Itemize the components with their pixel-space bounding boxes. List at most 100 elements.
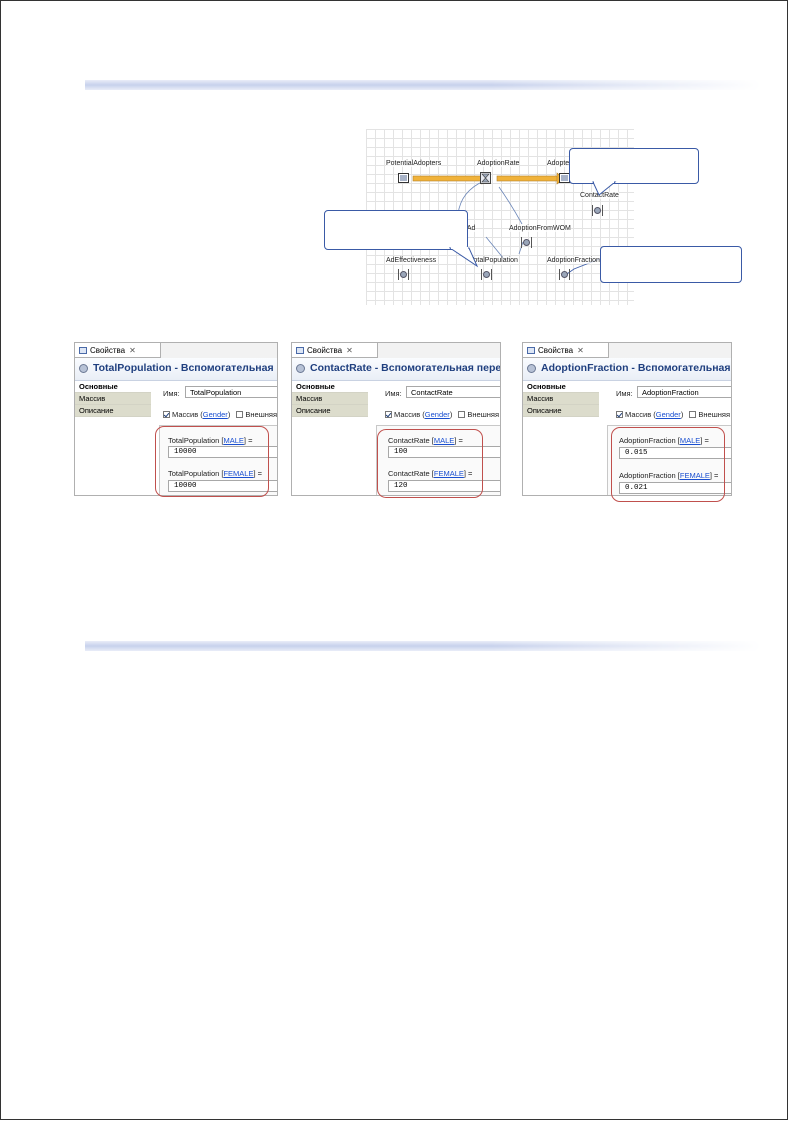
properties-tab-label: Свойства <box>307 346 343 355</box>
nav-description[interactable]: Описание <box>292 405 368 417</box>
aux-adoption-fraction[interactable] <box>559 269 570 280</box>
properties-tab[interactable]: Свойства✕ <box>75 343 161 358</box>
array-options-row: Массив (Gender) Внешняя <box>616 410 730 419</box>
panel-nav: Основные Массив Описание <box>292 381 368 417</box>
panel-title: AdoptionFraction - Вспомогательная пере <box>541 362 731 374</box>
properties-tab-label: Свойства <box>538 346 574 355</box>
aux-contact-rate[interactable] <box>592 205 603 216</box>
tab-strip <box>609 343 731 359</box>
female-link[interactable]: FEMALE <box>223 469 254 478</box>
nav-array[interactable]: Массив <box>292 393 368 405</box>
female-label: AdoptionFraction [FEMALE] = <box>619 471 719 480</box>
properties-icon <box>527 347 535 355</box>
male-link[interactable]: MALE <box>223 436 244 445</box>
label-adopters: Adopter <box>547 160 572 167</box>
gender-link[interactable]: Gender <box>202 410 228 419</box>
female-label: TotalPopulation [FEMALE] = <box>168 469 263 478</box>
tab-strip <box>161 343 277 359</box>
properties-icon <box>79 347 87 355</box>
name-input[interactable]: TotalPopulation <box>185 386 277 398</box>
variable-icon <box>79 364 88 373</box>
male-link[interactable]: MALE <box>679 436 701 445</box>
male-label: TotalPopulation [MALE] = <box>168 436 253 445</box>
callout-box-bottom-right <box>600 246 742 283</box>
flow-pipe-right <box>496 175 560 182</box>
highlight-box-3 <box>611 427 725 502</box>
array-options-row: Массив (Gender) Внешняя <box>163 410 277 419</box>
panel-nav: Основные Массив Описание <box>523 381 599 417</box>
link-population-b <box>518 241 524 255</box>
external-checkbox-label: Внешняя <box>245 410 278 419</box>
slide-2 <box>0 560 788 1120</box>
external-checkbox-label: Внешняя <box>698 410 731 419</box>
array-checkbox-label: Массив <box>625 410 652 419</box>
external-checkbox[interactable] <box>458 410 466 418</box>
nav-array[interactable]: Массив <box>523 393 599 405</box>
external-checkbox[interactable] <box>689 410 697 418</box>
gender-link[interactable]: Gender <box>655 410 681 419</box>
label-adoption-from-wom: AdoptionFromWOM <box>509 225 571 232</box>
nav-description[interactable]: Описание <box>523 405 599 417</box>
label-potential-adopters: PotentialAdopters <box>386 160 442 167</box>
name-label: Имя: <box>616 389 633 398</box>
male-link[interactable]: MALE <box>433 436 455 445</box>
label-adoption-from-ad: nAd <box>463 225 476 232</box>
properties-icon <box>296 347 304 355</box>
panel-nav: Основные Массив Описание <box>75 381 151 417</box>
label-total-population: TotalPopulation <box>470 257 518 264</box>
callout-tail-left <box>449 247 479 268</box>
properties-tab-label: Свойства <box>90 346 126 355</box>
close-icon[interactable]: ✕ <box>577 346 584 355</box>
female-link[interactable]: FEMALE <box>433 469 464 478</box>
callout-box-top-right <box>569 148 699 184</box>
valve-hourglass-icon <box>481 173 490 183</box>
label-contact-rate: ContactRate <box>580 192 619 199</box>
male-value-input[interactable]: 100 <box>388 446 500 458</box>
aux-total-population[interactable] <box>481 269 492 280</box>
highlight-box-1 <box>155 426 269 497</box>
properties-tab[interactable]: Свойства✕ <box>292 343 378 358</box>
male-label: AdoptionFraction [MALE] = <box>619 436 709 445</box>
flow-valve[interactable] <box>480 172 491 184</box>
slide-1: PotentialAdopters AdoptionRate Adopter C… <box>0 0 788 561</box>
external-checkbox[interactable] <box>236 410 244 418</box>
name-label: Имя: <box>385 389 402 398</box>
stock-potential-adopters[interactable] <box>398 173 409 183</box>
link-wom-to-rate <box>498 186 523 225</box>
tab-strip <box>378 343 500 359</box>
array-checkbox[interactable] <box>616 410 623 418</box>
variable-icon <box>527 364 536 373</box>
name-input[interactable]: ContactRate <box>406 386 500 398</box>
properties-tab[interactable]: Свойства✕ <box>523 343 609 358</box>
close-icon[interactable]: ✕ <box>346 346 353 355</box>
nav-description[interactable]: Описание <box>75 405 151 417</box>
properties-panel-contact-rate: Свойства✕ ContactRate - Вспомогательная … <box>291 342 501 496</box>
female-label: ContactRate [FEMALE] = <box>388 469 473 478</box>
female-value-input[interactable]: 0.021 <box>619 482 731 494</box>
nav-basic[interactable]: Основные <box>75 381 151 393</box>
nav-basic[interactable]: Основные <box>523 381 599 393</box>
panel-title: TotalPopulation - Вспомогательная переме <box>93 362 277 374</box>
gender-link[interactable]: Gender <box>424 410 450 419</box>
highlight-box-2 <box>377 429 483 498</box>
male-value-input[interactable]: 10000 <box>168 446 277 458</box>
array-checkbox[interactable] <box>163 410 170 418</box>
nav-array[interactable]: Массив <box>75 393 151 405</box>
aux-ad-effectiveness[interactable] <box>398 269 409 280</box>
external-checkbox-label: Внешняя <box>467 410 500 419</box>
link-population <box>485 236 505 260</box>
nav-basic[interactable]: Основные <box>292 381 368 393</box>
flow-pipe-left <box>412 175 485 182</box>
name-input[interactable]: AdoptionFraction <box>637 386 731 398</box>
male-value-input[interactable]: 0.015 <box>619 447 731 459</box>
female-link[interactable]: FEMALE <box>679 471 710 480</box>
female-value-input[interactable]: 10000 <box>168 480 277 492</box>
aux-adoption-from-wom[interactable] <box>521 237 532 248</box>
array-checkbox[interactable] <box>385 410 392 418</box>
close-icon[interactable]: ✕ <box>129 346 136 355</box>
properties-panel-total-population: Свойства✕ TotalPopulation - Вспомогатель… <box>74 342 278 496</box>
label-ad-effectiveness: AdEffectiveness <box>386 257 437 264</box>
female-value-input[interactable]: 120 <box>388 480 500 492</box>
title-divider <box>85 641 761 651</box>
name-label: Имя: <box>163 389 180 398</box>
